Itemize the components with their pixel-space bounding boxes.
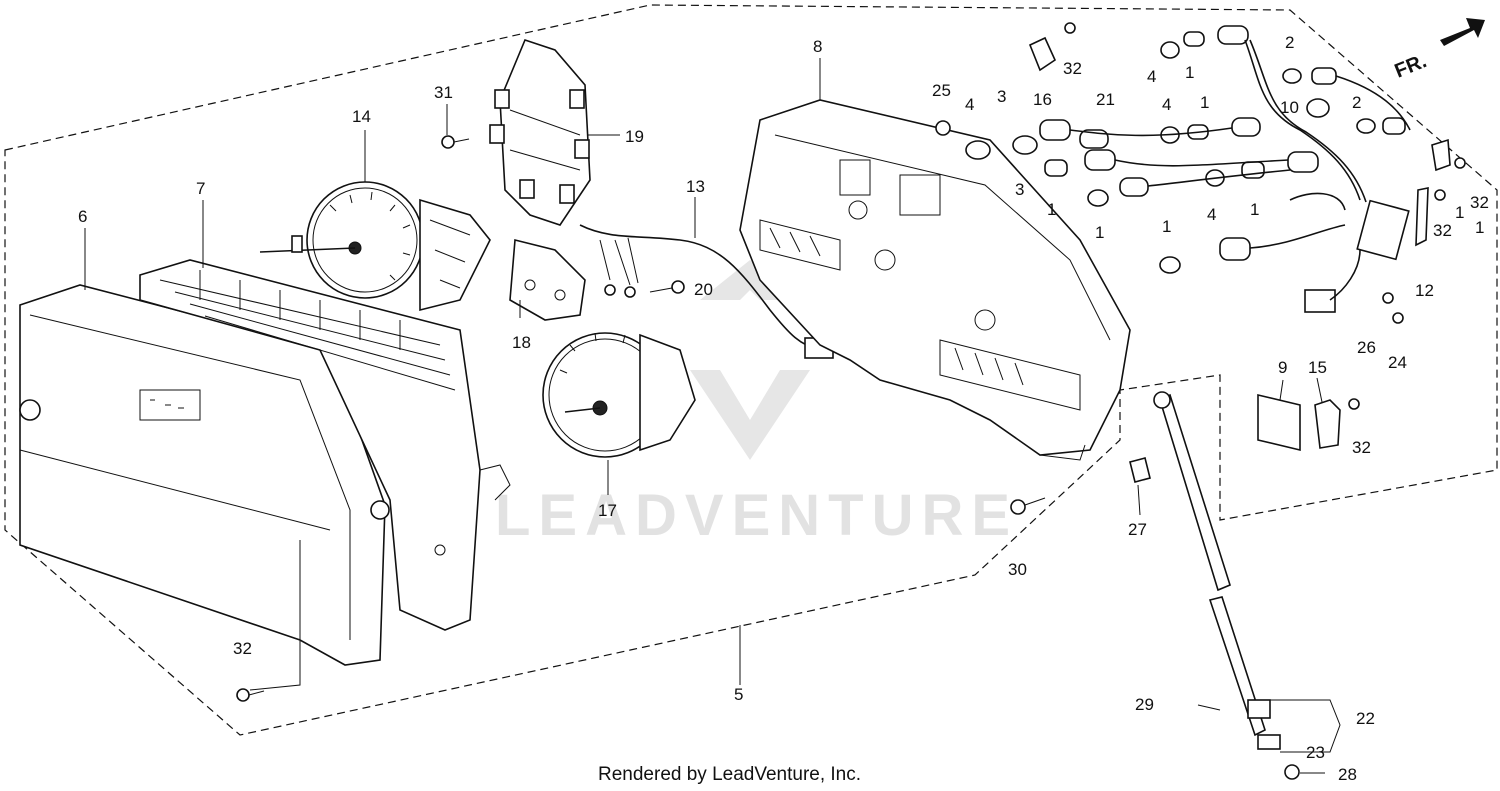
callout-16: 16 [1033, 90, 1052, 109]
callout-1: 1 [1162, 217, 1171, 236]
callout-4: 4 [1162, 95, 1171, 114]
callout-labels: 1 1 1 1 1 1 1 1 2 2 3 3 4 4 4 4 5 6 7 8 … [78, 33, 1489, 784]
callout-25: 25 [932, 81, 951, 100]
callout-1: 1 [1200, 93, 1209, 112]
callout-18: 18 [512, 333, 531, 352]
callout-30: 30 [1008, 560, 1027, 579]
callout-27: 27 [1128, 520, 1147, 539]
fuel-temp-gauge-plate [509, 238, 586, 321]
leader-lines [84, 58, 1341, 774]
speedometer-cable [1153, 391, 1300, 780]
callout-12: 12 [1415, 281, 1434, 300]
callout-3: 3 [1015, 180, 1024, 199]
callout-26: 26 [1357, 338, 1376, 357]
callout-14: 14 [352, 107, 371, 126]
callout-32: 32 [1352, 438, 1371, 457]
callout-3: 3 [997, 87, 1006, 106]
callout-23: 23 [1306, 743, 1325, 762]
callout-4: 4 [1207, 205, 1216, 224]
front-direction-indicator: FR. [1392, 18, 1485, 83]
tachometer-gauge [259, 181, 491, 312]
callout-21: 21 [1096, 90, 1115, 109]
callout-1: 1 [1185, 63, 1194, 82]
callout-32: 32 [1063, 59, 1082, 78]
callout-31: 31 [434, 83, 453, 102]
callout-8: 8 [813, 37, 822, 56]
direction-label: FR. [1392, 50, 1430, 82]
callout-32: 32 [1470, 193, 1489, 212]
callout-29: 29 [1135, 695, 1154, 714]
grommet-and-screw [1010, 457, 1151, 515]
bulb-socket-harness [1028, 36, 1451, 313]
callout-15: 15 [1308, 358, 1327, 377]
callout-4: 4 [965, 95, 974, 114]
callout-22: 22 [1356, 709, 1375, 728]
callout-4: 4 [1147, 67, 1156, 86]
bulbs-and-sockets [965, 25, 1406, 274]
screws [236, 22, 1466, 702]
callout-1: 1 [1475, 218, 1484, 237]
callout-9: 9 [1278, 358, 1287, 377]
callout-5: 5 [734, 685, 743, 704]
callout-32: 32 [233, 639, 252, 658]
callout-17: 17 [598, 501, 617, 520]
cover-and-clip [1257, 393, 1341, 452]
printed-circuit-board [489, 39, 591, 226]
callout-1: 1 [1047, 200, 1056, 219]
footer-credit: Rendered by LeadVenture, Inc. [598, 764, 861, 785]
callout-2: 2 [1352, 93, 1361, 112]
callout-1: 1 [1250, 200, 1259, 219]
callout-28: 28 [1338, 765, 1357, 784]
callout-20: 20 [694, 280, 713, 299]
callout-1: 1 [1095, 223, 1104, 242]
callout-6: 6 [78, 207, 87, 226]
assembly-boundary [4, 4, 1498, 736]
cluster-bezel [139, 259, 511, 631]
callout-19: 19 [625, 127, 644, 146]
instrument-case [739, 99, 1131, 461]
callout-24: 24 [1388, 353, 1407, 372]
cluster-lens [19, 284, 390, 666]
callout-1: 1 [1455, 203, 1464, 222]
speedometer-gauge [542, 332, 696, 458]
callout-32: 32 [1433, 221, 1452, 240]
watermark-text: LEADVENTURE [495, 483, 1018, 548]
callout-7: 7 [196, 179, 205, 198]
watermark: LEADVENTURE [495, 260, 1018, 548]
callout-13: 13 [686, 177, 705, 196]
callout-2: 2 [1285, 33, 1294, 52]
callout-10: 10 [1280, 98, 1299, 117]
